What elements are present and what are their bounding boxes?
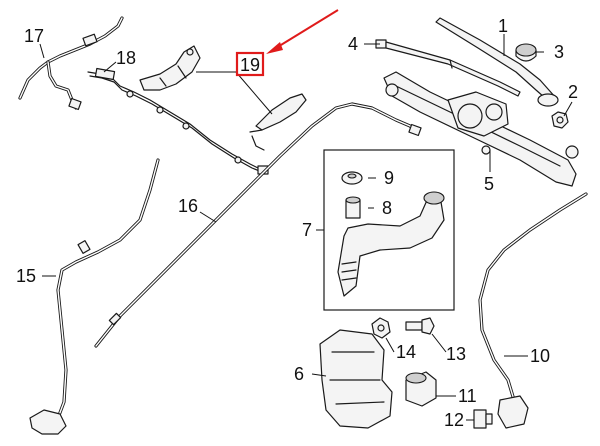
leader-lines: [39, 34, 573, 421]
callout-6: 6: [294, 364, 304, 384]
part-16-washer-hose: [94, 102, 422, 348]
callout-12: 12: [444, 410, 464, 430]
callout-17: 17: [24, 26, 44, 46]
part-3-wiper-cap: [515, 43, 537, 62]
highlight-marker: [235, 9, 339, 77]
part-15-washer-hose: [29, 158, 160, 435]
part-18-wiring-harness: [87, 67, 269, 175]
callout-15: 15: [16, 266, 36, 286]
callout-4: 4: [348, 34, 358, 54]
part-12-nozzle: [473, 409, 493, 429]
part-11-washer-pump: [405, 371, 437, 407]
callout-5: 5: [484, 174, 494, 194]
callout-11: 11: [458, 386, 477, 406]
callout-13: 13: [446, 344, 466, 364]
part-13-bolt: [405, 317, 435, 335]
callout-16: 16: [178, 196, 198, 216]
part-9-grommet: [341, 171, 363, 185]
part-17-washer-hose: [18, 16, 124, 111]
part-4-wiper-blade: [375, 39, 521, 97]
part-14-nut: [371, 317, 391, 339]
callout-14: 14: [396, 342, 416, 362]
callout-3: 3: [554, 42, 564, 62]
part-8-seal: [345, 196, 361, 219]
callout-10: 10: [530, 346, 550, 366]
part-2-nut: [551, 111, 569, 129]
callout-18: 18: [116, 48, 136, 68]
callout-8: 8: [382, 198, 392, 218]
part-10-washer-hose: [478, 192, 588, 429]
part-1-wiper-arm: [435, 17, 559, 107]
callout-labels: 1 2 3 4 5 6 7 8 9 10 11 12 13 14 15 16 1…: [16, 16, 578, 430]
callout-7: 7: [302, 220, 312, 240]
part-19-bracket: [139, 45, 307, 151]
callout-1: 1: [498, 16, 508, 36]
callout-9: 9: [384, 168, 394, 188]
callout-19: 19: [240, 55, 260, 75]
part-5-wiper-linkage: [383, 71, 579, 187]
callout-2: 2: [568, 82, 578, 102]
part-6-washer-reservoir: [319, 329, 393, 429]
